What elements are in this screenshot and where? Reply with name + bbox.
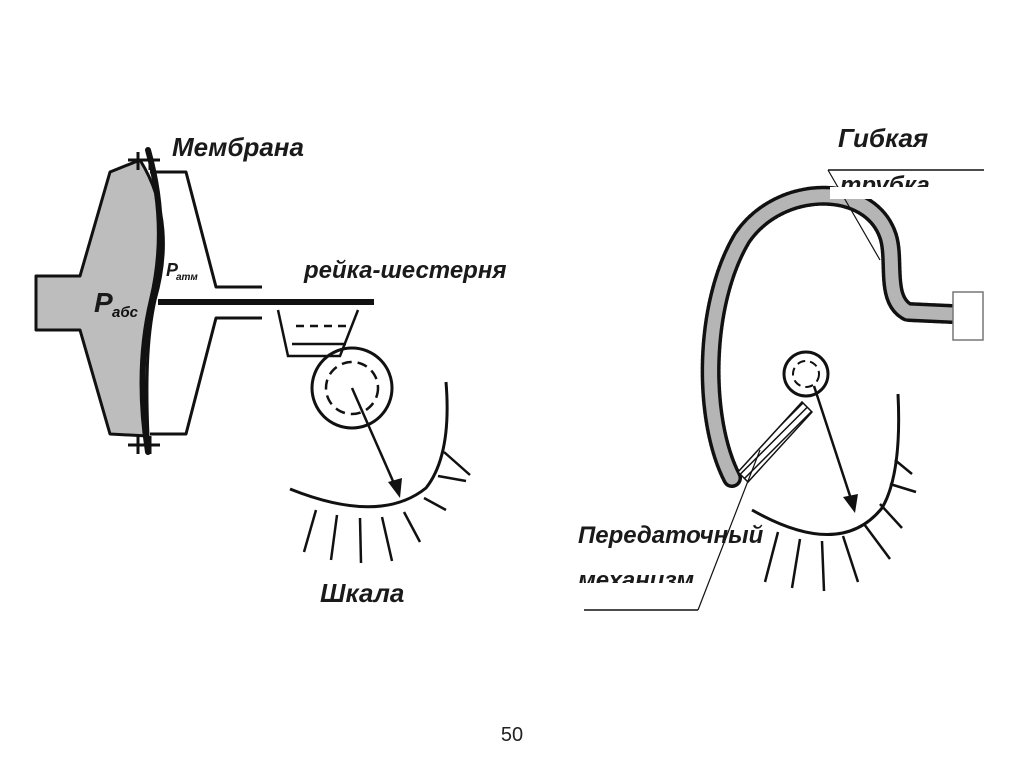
tube-label-mask: [830, 187, 930, 199]
membrane-label: Мембрана: [172, 132, 304, 162]
mechanism-label-line1: Передаточный: [578, 522, 764, 549]
page-number: 50: [500, 724, 524, 746]
tube-fitting: [952, 291, 984, 341]
p-abs-symbol: P: [94, 287, 113, 318]
scale-arc: [289, 381, 449, 509]
p-atm-symbol: P: [166, 260, 179, 280]
scale-arc: [751, 393, 901, 536]
bourdon-tube-diagram: Гибкая трубка Передаточный механизм: [578, 123, 984, 611]
p-abs-subscript: абс: [112, 304, 139, 321]
scale-ticks: [763, 459, 917, 592]
center-gear: [782, 350, 830, 398]
tube-label-line1: Гибкая: [838, 123, 928, 153]
membrane-clamps: [128, 152, 160, 454]
atmosphere-chamber: [150, 170, 262, 436]
gear: [310, 346, 394, 430]
mechanism-pointer-leader: [697, 449, 761, 611]
tube-pointer-leader: [827, 169, 881, 261]
rack-block: [276, 309, 360, 358]
membrane-manometer-diagram: Мембрана рейка-шестерня Шкала P абс P ат…: [34, 132, 506, 608]
pointer-arrow: [812, 385, 858, 513]
transmission-linkage: [736, 400, 814, 484]
scale-label: Шкала: [320, 578, 404, 608]
rack-gear-label: рейка-шестерня: [303, 257, 506, 284]
scale-ticks: [302, 451, 471, 564]
pointer-arrow: [350, 387, 402, 498]
mechanism-label-mask: [574, 583, 694, 595]
membrane: [139, 147, 163, 455]
p-atm-subscript: атм: [176, 272, 198, 283]
